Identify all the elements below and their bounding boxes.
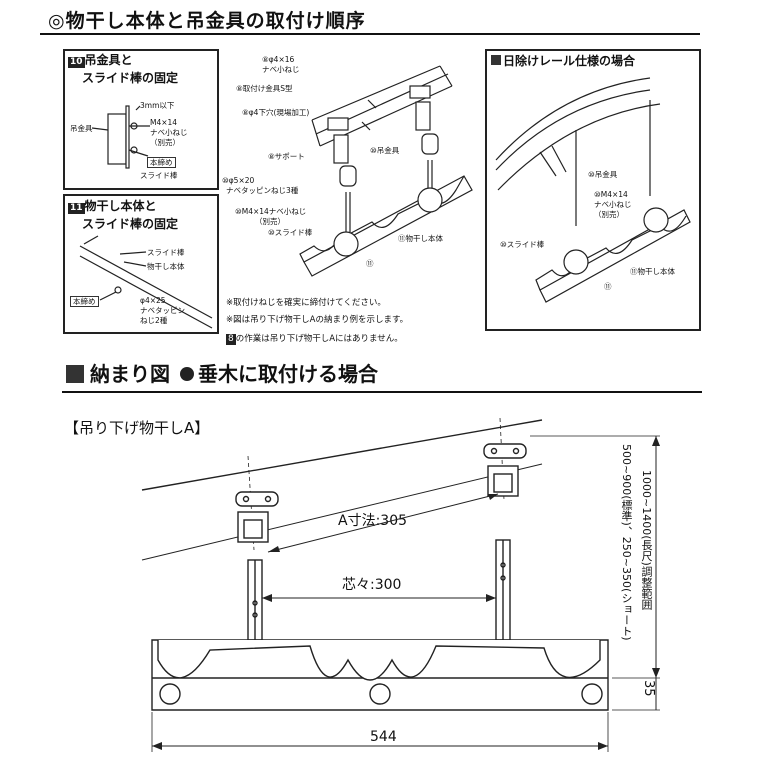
panel-11-title-2: スライド棒の固定 [82,217,179,231]
page-title: ◎物干し本体と吊金具の取付け順序 [48,10,366,32]
label-d4: φ4×25 [140,296,166,305]
label-tsurikanagu: 吊金具 [70,124,93,133]
rail-label-6: ⑪物干し本体 [630,267,675,276]
label-nabe: ナベ小ねじ [150,128,188,137]
header-rule [40,33,700,35]
note-3-badge: 8 [226,334,236,345]
center-label-9: ⑩M4×14ナベ小ねじ [235,207,307,216]
note-2: ※図は吊り下げ物干しAの納まり例を示します。 [226,315,409,325]
center-label-3: ⑧取付け金具S型 [236,84,293,93]
section-square-icon [66,365,84,383]
square-bullet-icon [491,55,501,65]
bullet-circle-icon [180,367,194,381]
center-label-7: ⑩φ5×20 [222,176,255,185]
center-label-11: ⑩スライド棒 [268,228,313,237]
product-name: 【吊り下げ物干しA】 [64,419,210,437]
panel-10-box [63,49,219,190]
label-slide-11: スライド棒 [147,248,185,257]
rail-label-4: （別売） [594,210,624,219]
dim-center: 芯々:300 [342,577,402,593]
label-body-11: 物干し本体 [147,262,185,271]
dim-width: 544 [370,729,397,745]
label-bessen: （別売） [150,138,180,147]
label-pin: ナベタッピン [140,306,185,315]
panel-10-title-2: スライド棒の固定 [82,71,179,85]
section2-rule [62,391,702,393]
center-label-5: ⑧サポート [268,152,305,161]
rail-illustration [495,77,691,303]
panel-10-illustration [91,105,150,169]
panel-11-box [63,194,219,334]
panel-rail-title: 日除けレール仕様の場合 [491,53,635,69]
section-drawing [141,417,660,752]
label-3mm: 3mm以下 [140,101,175,110]
center-label-6: ⑩吊金具 [370,146,400,155]
rail-label-2: ⑩M4×14 [594,190,628,199]
section2-title: 納まり図垂木に取付ける場合 [66,358,378,387]
label-neji: ねじ2種 [140,316,168,325]
rail-label-1: ⑩吊金具 [588,170,618,179]
center-label-8: ナベタッピンねじ3種 [226,186,299,195]
label-honjime: 本締め [147,157,176,168]
label-slide: スライド棒 [140,171,178,180]
panel-10-number: 10 [68,57,85,68]
dim-height: 35 [641,680,656,697]
label-m4: M4×14 [150,118,178,127]
center-label-2: ナベ小ねじ [262,65,300,74]
dim-range-2: 1000~1400(長尺)調整範囲 [640,470,653,610]
center-illustration [299,65,473,277]
center-label-13: ⑪ [366,259,374,268]
rail-label-5: ⑩スライド棒 [500,240,545,249]
panel-rail-box [485,49,701,331]
center-label-12: ⑪物干し本体 [398,234,443,243]
rail-label-7: ⑪ [604,282,612,291]
center-label-10: （別売） [255,217,285,226]
center-label-1: ⑧φ4×16 [262,55,295,64]
center-label-4: ⑧φ4下穴(現場加工) [242,108,310,117]
dim-a-size: A寸法:305 [338,513,408,529]
rail-label-3: ナベ小ねじ [594,200,632,209]
panel-11-number: 11 [68,203,85,214]
note-1: ※取付けねじを確実に締付けてください。 [226,298,386,308]
panel-11-illustration [79,235,213,329]
label-honjime-11: 本締め [70,296,99,307]
dim-range-1: 500~900(標準)、250~350(ショート) [620,444,633,641]
